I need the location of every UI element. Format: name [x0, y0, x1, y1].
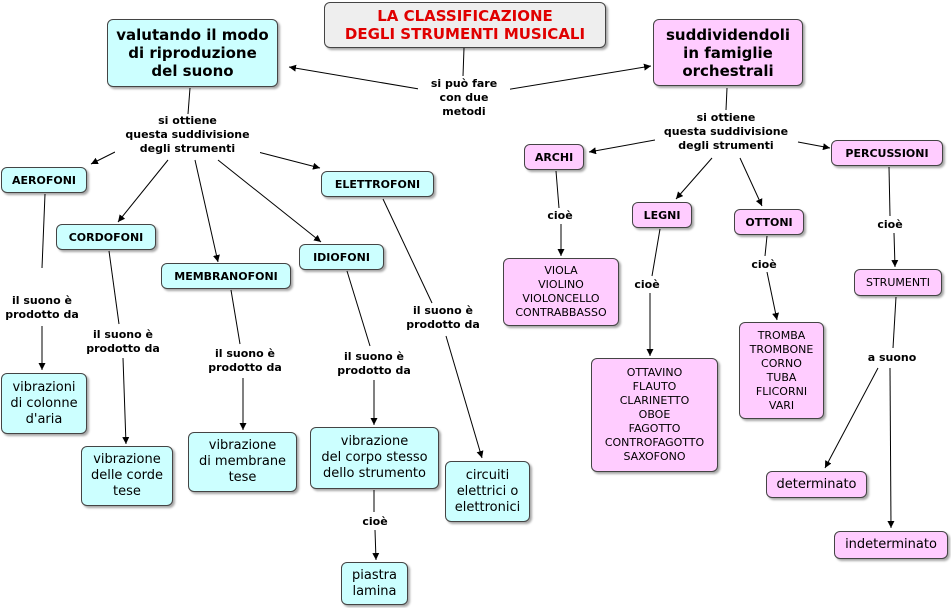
link-ottoni-cioe: cioè	[744, 258, 784, 272]
method-orchestral-families: suddividendoli in famiglie orchestrali	[653, 19, 803, 86]
leaf-vibrazione-membrane: vibrazione di membrane tese	[188, 432, 297, 492]
link-two-methods: si può fare con due metodi	[418, 77, 510, 119]
edge-archi-to-cioe	[555, 170, 560, 209]
family-legni: LEGNI	[632, 202, 692, 228]
leaf-determinato: determinato	[766, 471, 867, 498]
diagram-title: LA CLASSIFICAZIONE DEGLI STRUMENTI MUSIC…	[324, 2, 606, 48]
link-aerofoni-prodotto: il suono è prodotto da	[0, 294, 84, 322]
link-elettrofoni-prodotto: il suono è prodotto da	[400, 304, 486, 332]
family-percussioni: PERCUSSIONI	[831, 140, 943, 166]
edge-to-cordofoni	[117, 159, 169, 223]
family-ottoni: OTTONI	[734, 209, 804, 235]
edge-to-idiofoni	[217, 159, 322, 243]
edge-to-aerofoni	[90, 151, 116, 165]
leaf-vibrazione-corde: vibrazione delle corde tese	[81, 446, 173, 506]
edge-method-left-to-division	[187, 87, 191, 115]
edge-elettrofoni-to-label	[382, 198, 433, 304]
edge-cordofoni-to-label	[108, 250, 120, 325]
family-elettrofoni: ELETTROFONI	[321, 171, 434, 197]
link-membranofoni-prodotto: il suono è prodotto da	[202, 347, 288, 375]
family-cordofoni: CORDOFONI	[56, 224, 156, 250]
edge-percussioni-to-cioe	[888, 166, 891, 217]
leaf-circuiti: circuiti elettrici o elettronici	[445, 461, 530, 522]
family-idiofoni: IDIOFONI	[299, 244, 384, 270]
edge-legni-to-cioe	[651, 228, 661, 277]
edge-to-legni	[675, 157, 713, 200]
edge-link-to-method-right	[504, 63, 652, 91]
family-archi: ARCHI	[524, 144, 584, 170]
leaf-vibrazioni-aria: vibrazioni di colonne d'aria	[1, 373, 87, 434]
link-archi-cioe: cioè	[540, 209, 580, 223]
edge-cioe-to-piastra	[372, 529, 380, 561]
link-left-division: si ottiene questa suddivisione degli str…	[115, 114, 260, 156]
edge-title-to-link	[462, 47, 465, 77]
edge-strumenti-to-label	[892, 296, 897, 349]
edge-to-ottoni	[739, 157, 763, 207]
link-percussioni-cioe: cioè	[870, 218, 910, 232]
edge-to-archi	[588, 139, 656, 155]
edge-membranofoni-to-label	[230, 289, 241, 345]
edge-aerofoni-to-label	[41, 193, 46, 269]
leaf-indeterminato: indeterminato	[834, 531, 948, 559]
family-aerofoni: AEROFONI	[1, 167, 87, 193]
method-sound-reproduction: valutando il modo di riproduzione del su…	[107, 19, 278, 87]
edge-ottoni-to-cioe	[764, 235, 768, 257]
edge-label-to-determinato	[824, 367, 879, 469]
leaf-vibrazione-corpo: vibrazione del corpo stesso dello strume…	[310, 427, 439, 489]
link-cordofoni-prodotto: il suono è prodotto da	[80, 328, 166, 356]
edge-idiofoni-to-label	[346, 270, 371, 347]
link-idiofoni-cioe: cioè	[355, 515, 395, 529]
edge-method-right-to-division	[725, 87, 728, 111]
link-idiofoni-prodotto: il suono è prodotto da	[331, 350, 417, 378]
link-right-division: si ottiene questa suddivisione degli str…	[655, 111, 797, 153]
link-a-suono: a suono	[860, 351, 924, 365]
edge-cioe-to-ottoni-list	[766, 271, 779, 321]
edge-cioe-to-strumenti	[891, 232, 899, 268]
edge-link-to-method-left	[288, 64, 426, 91]
list-legni: OTTAVINO FLAUTO CLARINETTO OBOE FAGOTTO …	[591, 358, 718, 472]
list-ottoni: TROMBA TROMBONE CORNO TUBA FLICORNI VARI	[739, 322, 824, 419]
list-archi: VIOLA VIOLINO VIOLONCELLO CONTRABBASSO	[503, 258, 619, 326]
edge-to-elettrofoni	[257, 151, 321, 170]
edge-label-to-circuiti	[445, 335, 484, 459]
leaf-piastra-lamina: piastra lamina	[341, 562, 408, 605]
family-membranofoni: MEMBRANOFONI	[161, 263, 291, 289]
edge-to-percussioni	[797, 141, 831, 151]
edge-label-to-indeterminato	[887, 367, 895, 529]
edge-label-to-vibr-corde	[122, 357, 130, 445]
node-strumenti: STRUMENTI	[854, 269, 942, 296]
edge-to-membranofoni	[194, 159, 220, 263]
link-legni-cioe: cioè	[627, 278, 667, 292]
